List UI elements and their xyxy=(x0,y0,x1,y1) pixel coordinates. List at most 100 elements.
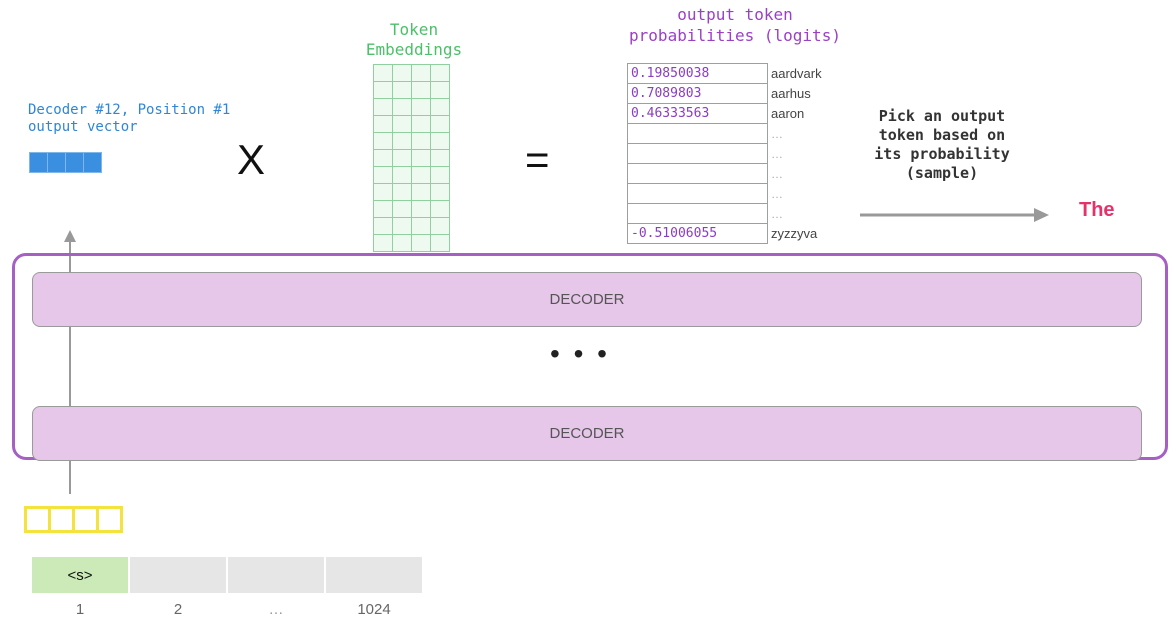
output-token: The xyxy=(1079,199,1115,221)
embedding-cell xyxy=(373,183,393,201)
logit-value: -0.51006055 xyxy=(627,223,768,244)
embedding-cell xyxy=(430,64,450,82)
logit-row: … xyxy=(627,203,852,224)
embedding-row xyxy=(373,81,450,99)
vector-cell xyxy=(29,152,48,173)
embedding-cell xyxy=(430,115,450,133)
logit-word: aardvark xyxy=(771,66,822,81)
position-cell-2 xyxy=(130,557,226,593)
vector-cell xyxy=(48,506,75,533)
embedding-cell xyxy=(392,81,412,99)
position-cell-1024 xyxy=(326,557,422,593)
embedding-cell xyxy=(392,132,412,150)
position-number: 1024 xyxy=(357,601,391,618)
logit-value xyxy=(627,203,768,224)
embedding-cell xyxy=(373,132,393,150)
embedding-cell xyxy=(392,64,412,82)
embedding-cell xyxy=(373,200,393,218)
logit-value xyxy=(627,143,768,164)
equals-operator: = xyxy=(525,136,550,183)
embedding-cell xyxy=(392,200,412,218)
embedding-cell xyxy=(411,217,431,235)
embedding-row xyxy=(373,166,450,184)
embedding-cell xyxy=(430,149,450,167)
logit-value: 0.7089803 xyxy=(627,83,768,104)
logit-value: 0.46333563 xyxy=(627,103,768,124)
logit-value xyxy=(627,163,768,184)
embedding-cell xyxy=(430,166,450,184)
embedding-row xyxy=(373,183,450,201)
vector-cell xyxy=(47,152,66,173)
logit-row: … xyxy=(627,163,852,184)
decoder-block-top: DECODER xyxy=(32,272,1142,327)
decoder-block-bottom: DECODER xyxy=(32,406,1142,461)
embedding-cell xyxy=(430,234,450,252)
logit-value xyxy=(627,183,768,204)
sampling-label: Pick an output token based on its probab… xyxy=(874,107,1010,182)
embedding-cell xyxy=(430,98,450,116)
embedding-cell xyxy=(411,149,431,167)
token-embeddings-matrix xyxy=(373,64,450,252)
embedding-cell xyxy=(392,166,412,184)
position-number: 2 xyxy=(173,601,183,618)
embedding-cell xyxy=(411,132,431,150)
vector-cell xyxy=(24,506,51,533)
decoder-output-vector xyxy=(29,152,102,173)
embedding-row xyxy=(373,217,450,235)
vector-cell xyxy=(65,152,84,173)
logit-word: … xyxy=(771,146,783,161)
position-number: … xyxy=(268,601,284,618)
embedding-row xyxy=(373,64,450,82)
embedding-cell xyxy=(430,200,450,218)
embedding-row xyxy=(373,115,450,133)
embedding-row xyxy=(373,200,450,218)
embedding-cell xyxy=(430,81,450,99)
decoder-ellipsis: • • • xyxy=(550,338,610,369)
logit-word: … xyxy=(771,186,783,201)
logit-word: aarhus xyxy=(771,86,811,101)
embedding-cell xyxy=(411,98,431,116)
logit-value: 0.19850038 xyxy=(627,63,768,84)
embedding-cell xyxy=(411,64,431,82)
embedding-cell xyxy=(411,115,431,133)
embedding-cell xyxy=(373,115,393,133)
embedding-cell xyxy=(392,183,412,201)
embedding-cell xyxy=(373,149,393,167)
logit-row: … xyxy=(627,123,852,144)
logit-word: … xyxy=(771,126,783,141)
multiply-operator: X xyxy=(237,136,266,183)
vector-cell xyxy=(96,506,123,533)
embedding-row xyxy=(373,132,450,150)
embedding-cell xyxy=(430,217,450,235)
input-vector xyxy=(24,506,123,533)
embedding-cell xyxy=(392,234,412,252)
position-cell-1: <s> xyxy=(32,557,128,593)
logit-word: aaron xyxy=(771,106,805,121)
logits-title: output token probabilities (logits) xyxy=(629,5,841,45)
embedding-cell xyxy=(411,200,431,218)
logit-word: … xyxy=(771,166,783,181)
embedding-cell xyxy=(411,81,431,99)
embedding-cell xyxy=(373,98,393,116)
embedding-cell xyxy=(373,64,393,82)
embedding-cell xyxy=(411,166,431,184)
embedding-cell xyxy=(392,149,412,167)
embedding-cell xyxy=(373,81,393,99)
embedding-row xyxy=(373,98,450,116)
embedding-cell xyxy=(392,217,412,235)
decoder-output-label: Decoder #12, Position #1 output vector xyxy=(28,102,231,135)
logit-row: … xyxy=(627,143,852,164)
embedding-cell xyxy=(411,183,431,201)
logit-value xyxy=(627,123,768,144)
position-cell-ellipsis xyxy=(228,557,324,593)
embedding-cell xyxy=(392,98,412,116)
embedding-row xyxy=(373,149,450,167)
embedding-cell xyxy=(373,234,393,252)
embedding-cell xyxy=(373,166,393,184)
embedding-cell xyxy=(373,217,393,235)
